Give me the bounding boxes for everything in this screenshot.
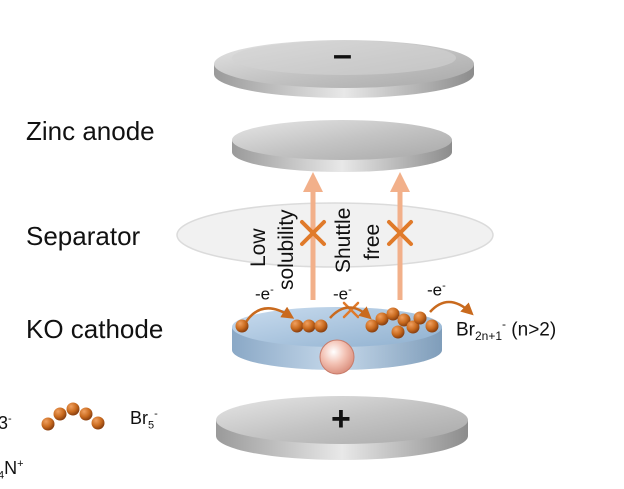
cross-icon <box>300 220 413 319</box>
positive-cap <box>216 396 468 460</box>
low-label: Low <box>247 228 270 267</box>
negative-cap <box>214 40 474 98</box>
electron-label-1: -e- <box>255 284 274 304</box>
shuttle-label: Shuttle <box>332 207 355 273</box>
blocked-shuttle-arrows <box>303 172 410 300</box>
cathode-label: KO cathode <box>26 314 164 344</box>
negative-sign: – <box>333 36 352 74</box>
cation-sphere <box>319 339 355 375</box>
zinc-anode-disc <box>232 120 452 172</box>
separator-disc <box>176 202 494 268</box>
solubility-label: solubility <box>275 209 298 290</box>
free-label: free <box>361 223 384 260</box>
legend-cation-label: 4N+ <box>0 458 24 482</box>
electron-transfer-arrows <box>244 300 474 323</box>
legend-br5-cluster <box>41 402 105 431</box>
legend-left-fragment: 3- <box>0 413 12 433</box>
zinc-anode-label: Zinc anode <box>26 116 155 146</box>
bromine-clusters <box>235 307 439 339</box>
positive-sign: + <box>331 400 351 438</box>
electron-label-2: -e- <box>333 284 352 304</box>
electron-label-3: -e- <box>427 280 446 300</box>
separator-label: Separator <box>26 221 141 251</box>
polybromide-product-label: Br2n+1- (n>2) <box>456 317 557 344</box>
legend-br5-label: Br5- <box>130 408 158 432</box>
